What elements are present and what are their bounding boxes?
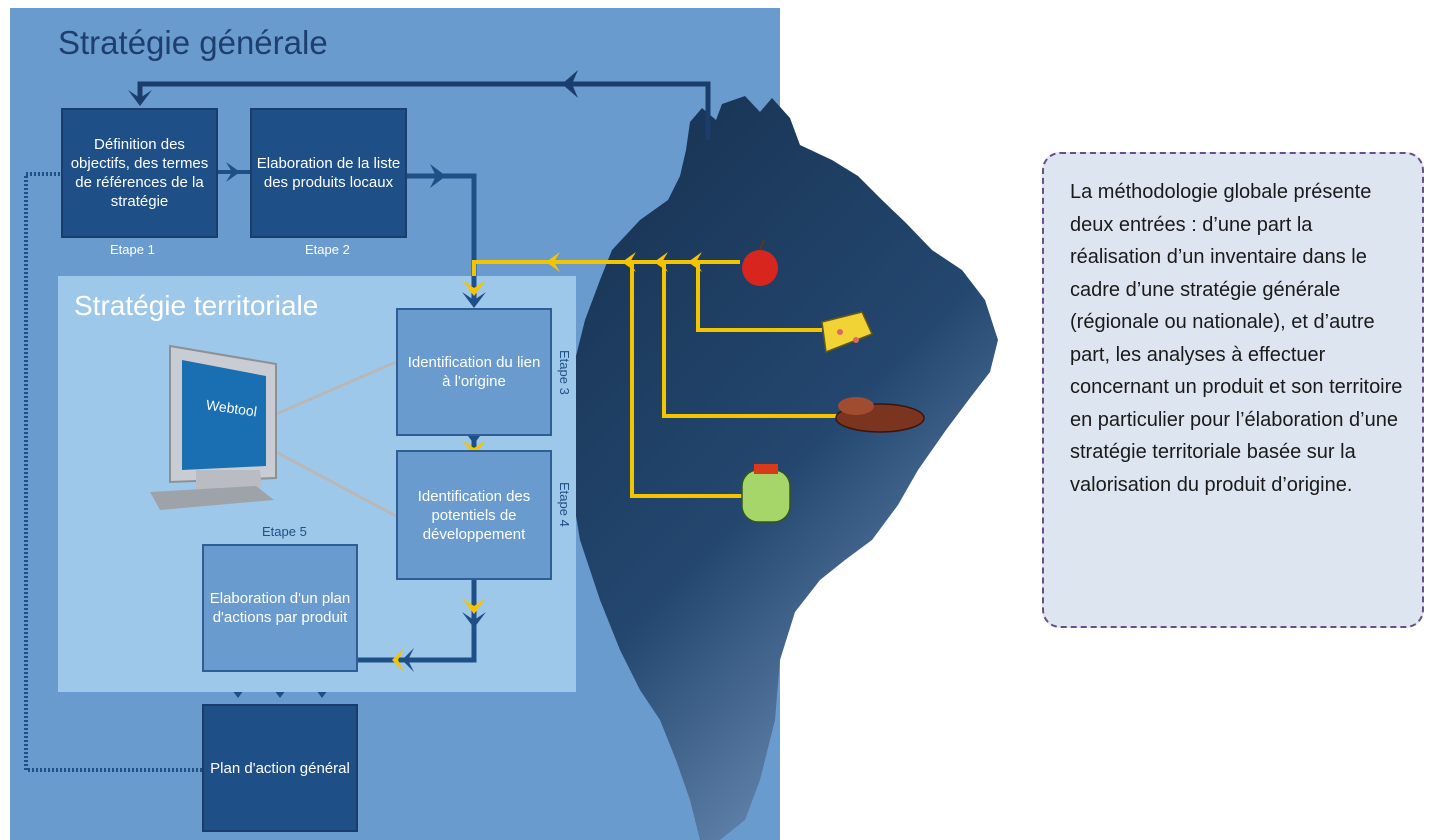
- olive-jar-icon: [741, 464, 791, 523]
- chevron-right-icon: [226, 162, 240, 182]
- region-map: [560, 96, 998, 840]
- cheese-icon: [821, 311, 874, 354]
- apple-icon: [742, 239, 778, 286]
- chevron-down-icon: [462, 612, 486, 628]
- chevron-down-icon: [462, 440, 486, 456]
- step3-label: Etape 3: [557, 350, 572, 395]
- chevron-down-icon: [462, 598, 486, 614]
- chevron-left-icon: [688, 252, 702, 272]
- chevron-left-icon: [562, 70, 578, 98]
- chevron-left-icon: [546, 252, 560, 272]
- step4-text: Identification des potentiels de dévelop…: [417, 487, 531, 543]
- territorial-strategy-title: Stratégie territoriale: [74, 290, 319, 321]
- description-note: La méthodologie globale présente deux en…: [1042, 152, 1424, 628]
- step2-label: Etape 2: [305, 242, 350, 257]
- step1-label: Etape 1: [110, 242, 155, 257]
- step4-box: Identification des potentiels de dévelop…: [396, 450, 552, 580]
- step4-label: Etape 4: [557, 482, 572, 527]
- description-text: La méthodologie globale présente deux en…: [1070, 181, 1403, 496]
- step1-text: Définition des objectifs, des termes de …: [70, 136, 209, 210]
- chevron-down-icon: [128, 90, 152, 106]
- chevron-down-icon: [462, 292, 486, 308]
- chevron-down-icon: [462, 280, 486, 296]
- general-strategy-title: Stratégie générale: [58, 24, 328, 61]
- step3-text: Identification du lien à l'origine: [407, 354, 541, 390]
- final-plan-box: Plan d'action général: [202, 704, 358, 832]
- step3-box: Identification du lien à l'origine: [396, 308, 552, 436]
- step5-box: Elaboration d'un plan d'actions par prod…: [202, 544, 358, 672]
- chevron-left-icon: [402, 648, 414, 672]
- step2-box: Elaboration de la liste des produits loc…: [250, 108, 407, 238]
- step1-box: Définition des objectifs, des termes de …: [61, 108, 218, 238]
- computer-monitor-icon: [150, 344, 277, 510]
- step5-label: Etape 5: [262, 524, 307, 539]
- chevron-left-icon: [392, 648, 404, 672]
- final-plan-text: Plan d'action général: [210, 759, 350, 777]
- step2-text: Elaboration de la liste des produits loc…: [256, 155, 401, 191]
- sausage-icon: [835, 397, 925, 433]
- chevron-left-icon: [654, 252, 668, 272]
- chevron-right-icon: [430, 164, 446, 188]
- step5-text: Elaboration d'un plan d'actions par prod…: [209, 590, 351, 626]
- chevron-left-icon: [622, 252, 636, 272]
